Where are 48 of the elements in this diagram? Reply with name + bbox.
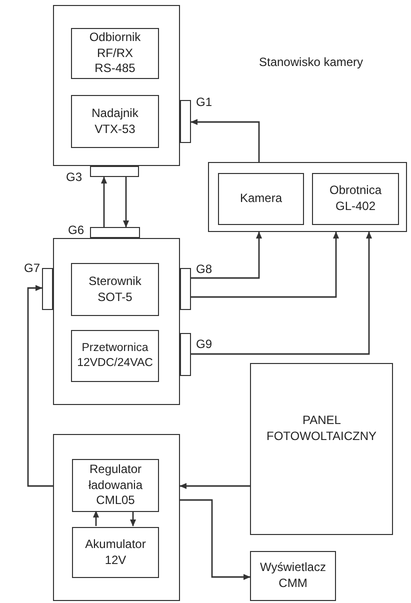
module-label: Sterownik SOT-5 <box>88 274 142 306</box>
module-box <box>71 263 159 316</box>
arrow <box>191 232 372 355</box>
module-box <box>72 459 159 512</box>
module-box <box>72 527 159 578</box>
connector-label: G6 <box>68 224 84 236</box>
arrow <box>191 232 340 298</box>
module-label: Wyświetlacz CMM <box>259 560 327 592</box>
arrow <box>191 232 262 279</box>
connector-box <box>180 268 191 310</box>
block-box <box>250 363 393 535</box>
arrow <box>122 177 130 228</box>
arrow <box>180 499 250 580</box>
connector-label: G9 <box>196 338 212 350</box>
connector-box <box>42 268 53 310</box>
module-label: Kamera <box>240 191 282 207</box>
connector-box <box>180 333 191 376</box>
arrow <box>180 482 250 490</box>
arrow <box>27 284 53 487</box>
module-box <box>218 173 304 225</box>
module-label: Odbiornik RF/RX RS-485 <box>88 30 142 77</box>
module-box <box>71 95 159 148</box>
connector-label: G8 <box>196 263 212 275</box>
module-label: Regulator ładowania CML05 <box>87 462 144 509</box>
module-box <box>312 173 399 225</box>
enclosure-box <box>53 5 180 166</box>
connector-label: G1 <box>196 96 212 108</box>
module-box <box>71 28 159 79</box>
module-label: Obrotnica GL-402 <box>328 183 383 215</box>
section-title: Stanowisko kamery <box>259 56 364 68</box>
arrow <box>130 511 136 526</box>
connector-box <box>90 227 140 238</box>
module-label: Akumulator 12V <box>84 536 147 568</box>
module-box <box>71 330 159 382</box>
module-label: Przetwornica 12VDC/24VAC <box>76 341 154 371</box>
module-label: Nadajnik VTX-53 <box>90 106 140 138</box>
arrow <box>190 118 260 162</box>
arrow <box>92 510 100 526</box>
connector-label: G3 <box>66 171 82 183</box>
enclosure-box <box>53 238 180 405</box>
connector-box <box>180 100 191 143</box>
connector-label: G7 <box>24 262 40 274</box>
module-label: PANEL FOTOWOLTAICZNY <box>266 413 378 445</box>
arrow <box>100 176 108 227</box>
enclosure-box <box>53 434 180 601</box>
enclosure-box <box>208 162 407 232</box>
block-box <box>250 551 336 601</box>
connector-box <box>90 166 139 177</box>
